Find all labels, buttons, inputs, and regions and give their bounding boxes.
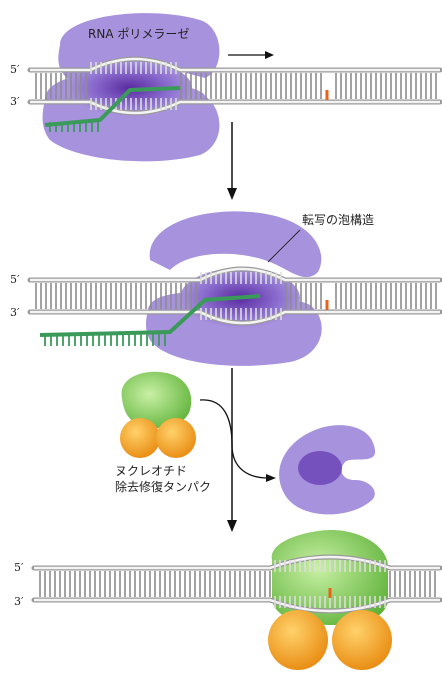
three-prime-label-1: 3′ (10, 95, 20, 108)
released-polymerase (279, 425, 375, 514)
panel-3: 5′ 3′ (14, 530, 440, 670)
panel-1: RNA ポリメラーゼ 5′ 3′ (10, 13, 440, 161)
rna-polymerase-label: RNA ポリメラーゼ (88, 27, 189, 41)
five-prime-label-1: 5′ (10, 63, 20, 76)
repair-protein-orange-left (268, 610, 328, 670)
panel-2: 転写の泡構造 5′ 3′ (10, 211, 440, 365)
repair-protein-label-1: ヌクレオチド (115, 464, 187, 478)
repair-protein-label-2: 除去修復タンパク (115, 479, 211, 494)
three-prime-label-3: 3′ (14, 595, 24, 608)
five-prime-label-2: 5′ (10, 273, 20, 286)
transcription-bubble-label: 転写の泡構造 (302, 213, 374, 227)
repair-protein-free (120, 372, 196, 458)
repair-protein-orange-right (332, 610, 392, 670)
release-arrow (200, 400, 268, 478)
five-prime-label-3: 5′ (14, 561, 24, 574)
three-prime-label-2: 3′ (10, 306, 20, 319)
